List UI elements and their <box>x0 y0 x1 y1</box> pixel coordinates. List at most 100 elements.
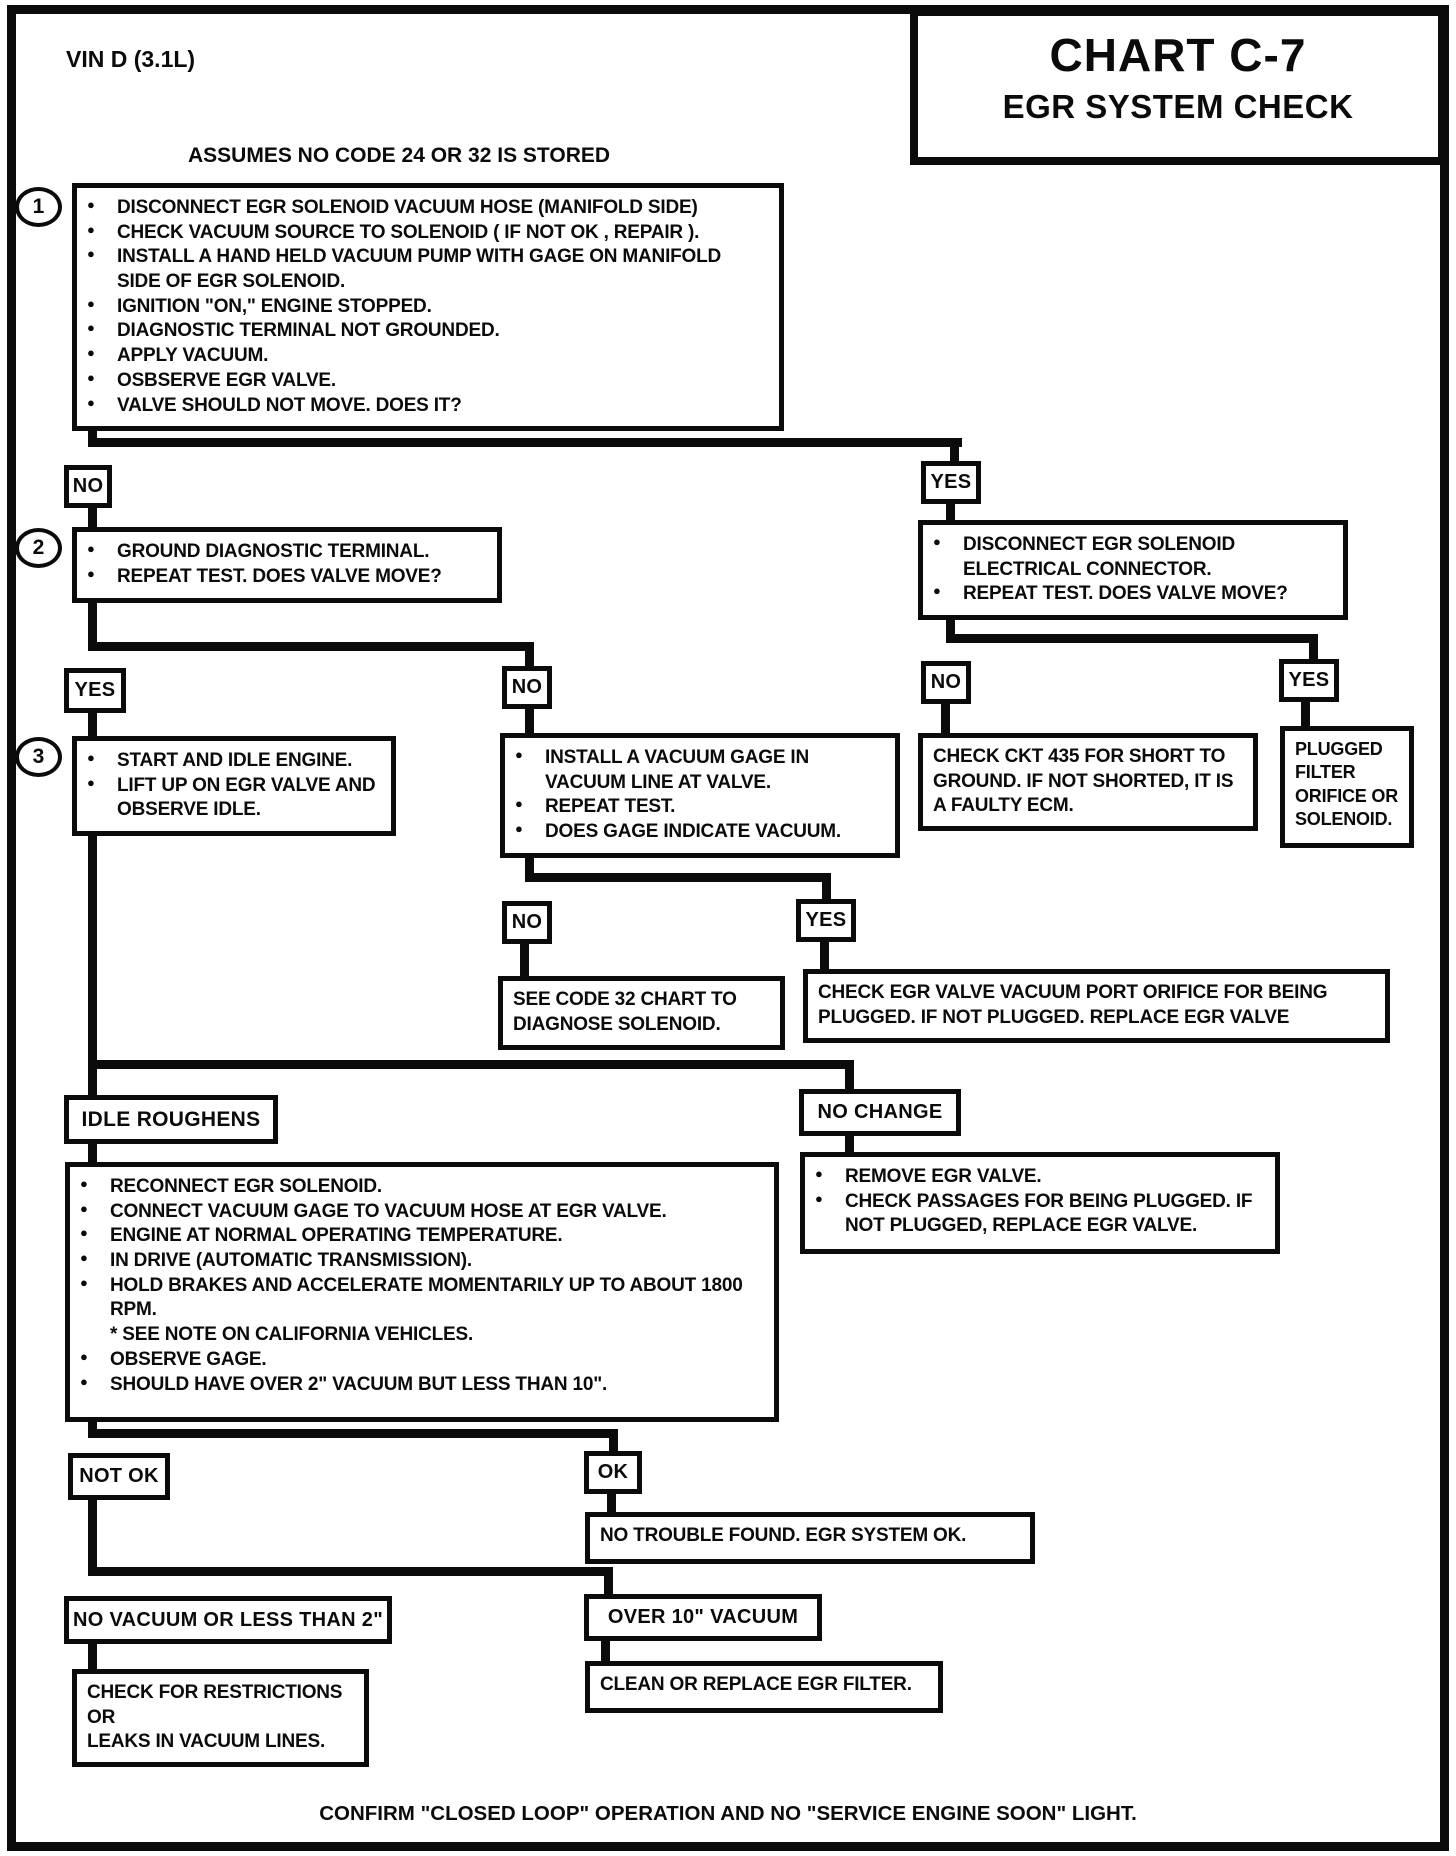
california-note: * SEE NOTE ON CALIFORNIA VEHICLES. <box>110 1324 474 1346</box>
list-item: IN DRIVE (AUTOMATIC TRANSMISSION). <box>70 1249 764 1274</box>
connector-v <box>525 649 534 668</box>
connector-h <box>88 1429 618 1438</box>
footer-note: CONFIRM "CLOSED LOOP" OPERATION AND NO "… <box>319 1802 1137 1825</box>
connector-h <box>88 642 534 651</box>
branch-label-idle-roughens: IDLE ROUGHENS <box>64 1095 278 1144</box>
list-item: RECONNECT EGR SOLENOID. <box>70 1175 764 1200</box>
disconnect-electrical-list: DISCONNECT EGR SOLENOID ELECTRICAL CONNE… <box>923 525 1343 615</box>
list-item: CONNECT VACUUM GAGE TO VACUUM HOSE AT EG… <box>70 1200 764 1225</box>
remove-valve-box: REMOVE EGR VALVE. CHECK PASSAGES FOR BEI… <box>800 1152 1280 1254</box>
connector-v <box>946 503 955 522</box>
connector-h <box>88 1567 613 1576</box>
chart-title-box: CHART C-7 EGR SYSTEM CHECK <box>910 8 1446 165</box>
connector-v <box>88 1642 97 1671</box>
connector-v <box>88 505 97 529</box>
branch-label-yes: YES <box>921 461 981 504</box>
list-item: CHECK PASSAGES FOR BEING PLUGGED. IF NOT… <box>805 1190 1265 1239</box>
connector-v <box>845 1134 854 1154</box>
list-item: REPEAT TEST. DOES VALVE MOVE? <box>77 565 487 590</box>
connector-v <box>946 616 955 642</box>
step1-list: DISCONNECT EGR SOLENOID VACUUM HOSE (MAN… <box>77 188 779 426</box>
step2-number: 2 <box>15 528 62 568</box>
list-item: OSBSERVE EGR VALVE. <box>77 369 769 394</box>
see-code-32-box: SEE CODE 32 CHART TO DIAGNOSE SOLENOID. <box>498 976 785 1050</box>
list-item: HOLD BRAKES AND ACCELERATE MOMENTARILY U… <box>70 1274 764 1323</box>
list-item: DISCONNECT EGR SOLENOID VACUUM HOSE (MAN… <box>77 196 769 221</box>
list-item: INSTALL A VACUUM GAGE IN VACUUM LINE AT … <box>505 746 885 795</box>
connector-v <box>88 601 97 649</box>
reconnect-test-list: RECONNECT EGR SOLENOID. CONNECT VACUUM G… <box>70 1167 774 1405</box>
chart-subtitle: EGR SYSTEM CHECK <box>1002 88 1354 125</box>
step2-list: GROUND DIAGNOSTIC TERMINAL. REPEAT TEST.… <box>77 532 497 597</box>
branch-label-no: NO <box>921 661 971 704</box>
list-item: APPLY VACUUM. <box>77 344 769 369</box>
reconnect-test-box: RECONNECT EGR SOLENOID. CONNECT VACUUM G… <box>65 1162 779 1422</box>
connector-v <box>604 1574 613 1598</box>
step3-number: 3 <box>15 737 62 777</box>
install-gage-list: INSTALL A VACUUM GAGE IN VACUUM LINE AT … <box>505 738 895 853</box>
text-line: LEAKS IN VACUUM LINES. <box>87 1731 326 1753</box>
disconnect-electrical-box: DISCONNECT EGR SOLENOID ELECTRICAL CONNE… <box>918 520 1348 621</box>
branch-label-yes: YES <box>1279 659 1339 702</box>
step3-box: START AND IDLE ENGINE. LIFT UP ON EGR VA… <box>72 736 396 837</box>
connector-v <box>88 1142 97 1164</box>
connector-v <box>525 851 534 882</box>
branch-label-not-ok: NOT OK <box>68 1453 170 1500</box>
branch-label-ok: OK <box>584 1451 642 1494</box>
list-item: REPEAT TEST. <box>505 795 885 820</box>
remove-valve-list: REMOVE EGR VALVE. CHECK PASSAGES FOR BEI… <box>805 1157 1275 1247</box>
list-item: DIAGNOSTIC TERMINAL NOT GROUNDED. <box>77 319 769 344</box>
branch-label-over-10: OVER 10" VACUUM <box>584 1594 822 1641</box>
check-orifice-box: CHECK EGR VALVE VACUUM PORT ORIFICE FOR … <box>803 969 1390 1043</box>
list-item: DISCONNECT EGR SOLENOID ELECTRICAL CONNE… <box>923 533 1333 582</box>
connector-v <box>607 1492 616 1514</box>
connector-h <box>88 1060 854 1069</box>
connector-v <box>820 941 829 971</box>
connector-v <box>520 943 529 978</box>
connector-v <box>822 881 831 901</box>
install-gage-box: INSTALL A VACUUM GAGE IN VACUUM LINE AT … <box>500 733 900 858</box>
connector-h <box>88 438 962 447</box>
branch-label-no-vacuum: NO VACUUM OR LESS THAN 2" <box>64 1596 392 1644</box>
connector-v <box>950 447 959 467</box>
list-item: IGNITION "ON," ENGINE STOPPED. <box>77 295 769 320</box>
branch-label-no: NO <box>64 465 112 508</box>
branch-label-no: NO <box>502 901 552 944</box>
connector-v <box>88 712 97 738</box>
step3-list: START AND IDLE ENGINE. LIFT UP ON EGR VA… <box>77 741 391 831</box>
branch-label-no-change: NO CHANGE <box>799 1089 961 1136</box>
branch-label-yes: YES <box>64 668 126 713</box>
list-item: DOES GAGE INDICATE VACUUM. <box>505 820 885 845</box>
connector-v <box>88 1418 97 1436</box>
list-item: SHOULD HAVE OVER 2" VACUUM BUT LESS THAN… <box>70 1373 764 1398</box>
step1-box: DISCONNECT EGR SOLENOID VACUUM HOSE (MAN… <box>72 183 784 432</box>
list-item: VALVE SHOULD NOT MOVE. DOES IT? <box>77 394 769 419</box>
vin-label: VIN D (3.1L) <box>66 46 196 72</box>
list-item: START AND IDLE ENGINE. <box>77 749 381 774</box>
branch-label-no: NO <box>502 666 552 709</box>
list-item: ENGINE AT NORMAL OPERATING TEMPERATURE. <box>70 1224 764 1249</box>
step2-box: GROUND DIAGNOSTIC TERMINAL. REPEAT TEST.… <box>72 527 502 603</box>
connector-h <box>525 873 831 882</box>
chart-title: CHART C-7 <box>1049 29 1307 81</box>
assumption-note: ASSUMES NO CODE 24 OR 32 IS STORED <box>188 144 611 167</box>
connector-v <box>845 1067 854 1091</box>
text-line: CHECK FOR RESTRICTIONS <box>87 1682 343 1703</box>
connector-v <box>88 1498 97 1573</box>
no-trouble-box: NO TROUBLE FOUND. EGR SYSTEM OK. <box>585 1512 1035 1564</box>
connector-v <box>1301 701 1310 729</box>
connector-v <box>1309 641 1318 663</box>
check-restrictions-box: CHECK FOR RESTRICTIONS OR LEAKS IN VACUU… <box>72 1669 369 1768</box>
step1-number: 1 <box>15 187 62 227</box>
connector-v <box>525 708 534 735</box>
connector-v <box>601 1639 610 1663</box>
list-item: GROUND DIAGNOSTIC TERMINAL. <box>77 540 487 565</box>
plugged-filter-box: PLUGGED FILTER ORIFICE OR SOLENOID. <box>1280 726 1414 848</box>
connector-h <box>946 634 1318 643</box>
list-item: CHECK VACUUM SOURCE TO SOLENOID ( IF NOT… <box>77 221 769 246</box>
list-item: REMOVE EGR VALVE. <box>805 1165 1265 1190</box>
branch-label-yes: YES <box>796 899 856 942</box>
clean-filter-box: CLEAN OR REPLACE EGR FILTER. <box>585 1661 943 1713</box>
connector-v <box>941 703 950 735</box>
list-item: REPEAT TEST. DOES VALVE MOVE? <box>923 582 1333 607</box>
